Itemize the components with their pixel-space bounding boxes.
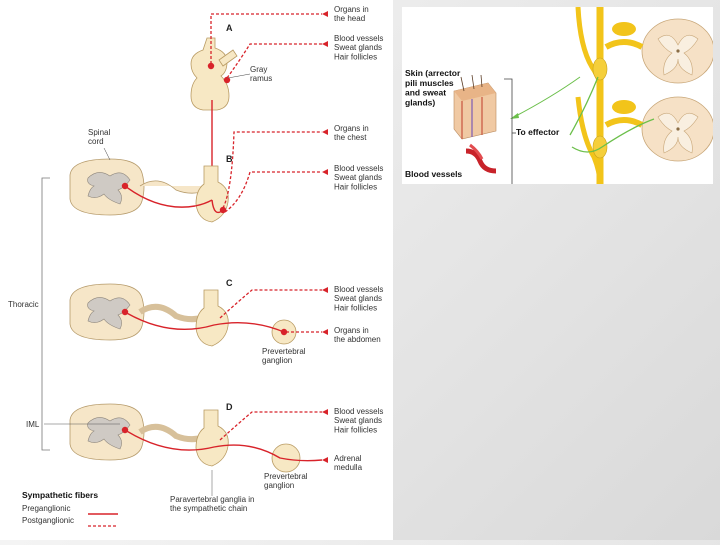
section-b-letter: B xyxy=(226,154,233,164)
ganglion-a1 xyxy=(207,62,215,70)
lower-nerve xyxy=(575,96,603,185)
upper-root xyxy=(604,39,644,50)
chain-b xyxy=(195,165,229,223)
gray-matter-c xyxy=(87,297,131,330)
green-fiber-lower xyxy=(571,118,655,153)
iml-label: IML xyxy=(26,420,40,429)
d-arrowheads xyxy=(322,409,328,463)
pre-b-ganglion xyxy=(211,199,224,214)
legend-preganglionic: Preganglionic xyxy=(22,504,70,513)
dorsal-root-ganglion-lower xyxy=(612,100,636,114)
gray-matter-b xyxy=(87,172,131,205)
post-c-skin xyxy=(219,289,322,319)
thoracic-label: Thoracic xyxy=(8,300,39,309)
section-a-letter: A xyxy=(226,23,233,33)
legend-postganglionic: Postganglionic xyxy=(22,516,74,525)
prevertebral-ganglion-d xyxy=(271,443,301,473)
blood-vessels-label: Blood vessels xyxy=(405,169,462,179)
cord-section-lower xyxy=(641,96,715,162)
effector-bracket xyxy=(504,78,513,185)
section-c-letter: C xyxy=(226,278,233,288)
a-arrowheads xyxy=(322,11,328,47)
post-d-skin xyxy=(219,411,322,441)
spinal-cord-pointer xyxy=(103,147,111,161)
post-a-skin xyxy=(226,43,322,79)
legend-title: Sympathetic fibers xyxy=(22,490,98,500)
b-arrowheads xyxy=(322,129,328,175)
section-d-letter: D xyxy=(226,402,233,412)
to-effector-fiber xyxy=(513,76,581,118)
gray-ramus-pointer xyxy=(227,73,251,79)
to-effector-label: To effector xyxy=(516,127,560,137)
cord-section-upper xyxy=(641,18,715,84)
green-fiber-upper xyxy=(569,76,599,136)
chain-ganglion-upper xyxy=(592,57,608,81)
dorsal-root-ganglion-upper xyxy=(612,22,636,36)
c-arrowheads xyxy=(322,287,328,335)
skin-block xyxy=(453,74,497,140)
blood-vessel xyxy=(465,148,497,174)
lower-root xyxy=(604,117,644,128)
chain-a-branch xyxy=(218,49,238,67)
chain-a xyxy=(190,37,230,111)
upper-nerve xyxy=(575,6,603,88)
chain-d xyxy=(195,409,229,467)
pre-c xyxy=(124,311,285,333)
post-chest xyxy=(222,131,322,209)
pre-d xyxy=(124,429,323,462)
effector-arrowhead xyxy=(510,113,519,119)
ganglion-a2 xyxy=(223,76,231,84)
pre-b xyxy=(124,185,213,208)
chain-ganglion-lower xyxy=(592,135,608,159)
gray-matter-d xyxy=(87,417,131,450)
post-b-skin xyxy=(224,171,322,213)
chain-c xyxy=(195,289,229,347)
post-head xyxy=(210,13,322,64)
thoracic-bracket xyxy=(41,177,50,451)
blood-vessel-branch xyxy=(469,143,484,160)
